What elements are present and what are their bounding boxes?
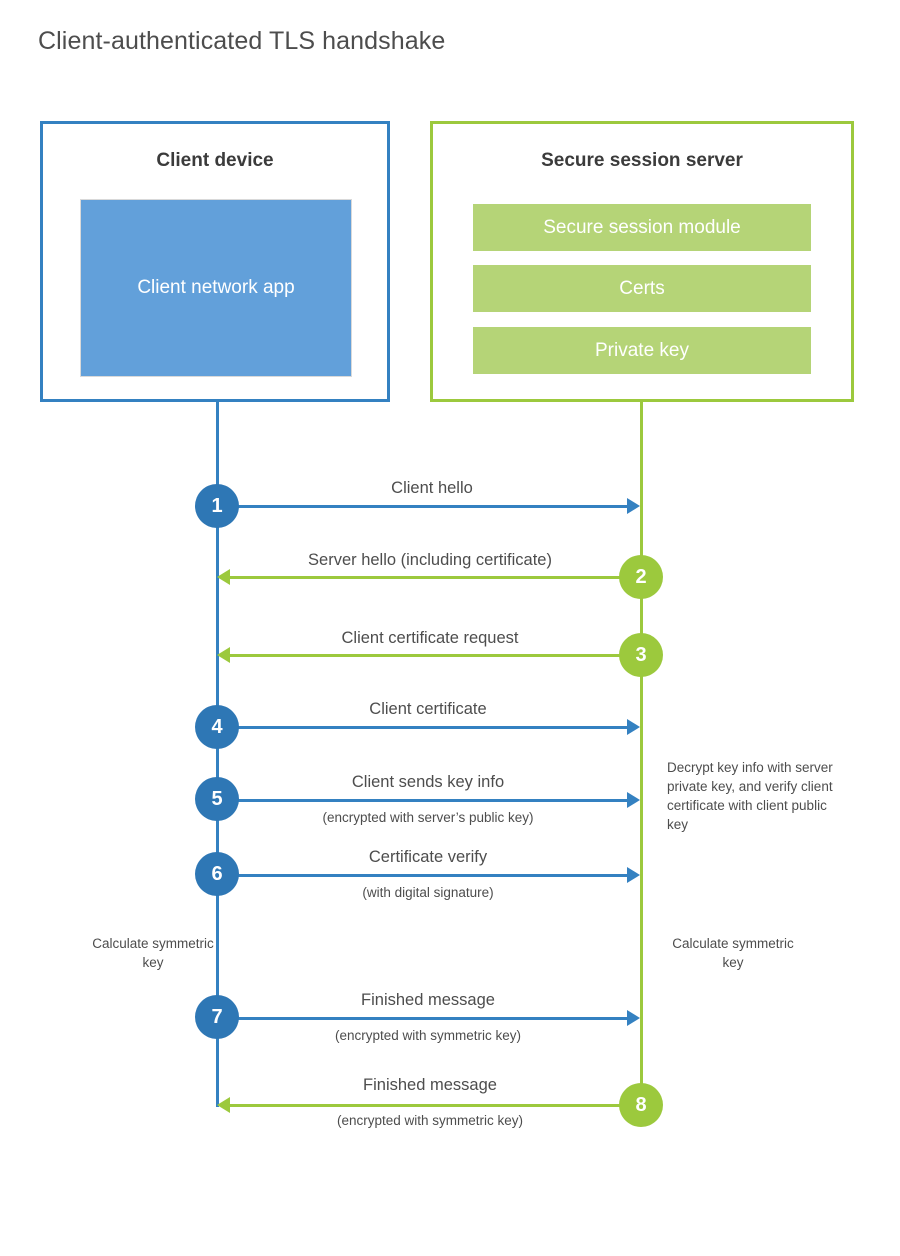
message-8-sublabel: (encrypted with symmetric key) — [336, 1113, 524, 1128]
message-7-arrowhead-icon — [627, 1010, 640, 1026]
message-7-label: Finished message — [361, 991, 495, 1009]
server-item-label: Certs — [619, 277, 665, 299]
step-badge-2: 2 — [619, 555, 663, 599]
secure-session-server-title: Secure session server — [541, 150, 743, 171]
message-4-arrowhead-icon — [627, 719, 640, 735]
step-badge-1: 1 — [195, 484, 239, 528]
step-badge-6: 6 — [195, 852, 239, 896]
message-5-arrowhead-icon — [627, 792, 640, 808]
message-5-sublabel: (encrypted with server’s public key) — [322, 810, 534, 825]
message-7-sublabel: (encrypted with symmetric key) — [334, 1028, 522, 1043]
page-title: Client-authenticated TLS handshake — [38, 27, 446, 55]
message-6-arrowhead-icon — [627, 867, 640, 883]
client-network-app-box: Client network app — [80, 199, 352, 377]
message-6-label: Certificate verify — [368, 848, 488, 866]
message-1-arrowhead-icon — [627, 498, 640, 514]
message-8-label: Finished message — [363, 1076, 497, 1094]
message-2-arrowhead-icon — [217, 569, 230, 585]
server-item-label: Secure session module — [543, 216, 741, 238]
message-1-label: Client hello — [391, 479, 473, 497]
message-6-sublabel: (with digital signature) — [362, 885, 494, 900]
message-3-arrowhead-icon — [217, 647, 230, 663]
server-item-certs: Certs — [473, 265, 811, 312]
message-8-arrowhead-icon — [217, 1097, 230, 1113]
message-6-line — [217, 874, 627, 877]
server-lifeline — [640, 402, 643, 1106]
client-network-app-label: Client network app — [137, 277, 295, 298]
step-badge-5: 5 — [195, 777, 239, 821]
message-4-line — [217, 726, 627, 729]
client-device-title: Client device — [156, 150, 274, 171]
client-calculate-symmetric-key-note: Calculate symmetric key — [92, 936, 214, 970]
message-8-line — [230, 1104, 642, 1107]
step-badge-8: 8 — [619, 1083, 663, 1127]
message-2-line — [230, 576, 642, 579]
client-device-box: Client device Client network app — [40, 121, 390, 402]
server-calculate-symmetric-key-note: Calculate symmetric key — [672, 936, 794, 970]
server-item-secure-session-module: Secure session module — [473, 204, 811, 251]
server-item-private-key: Private key — [473, 327, 811, 374]
message-3-label: Client certificate request — [341, 629, 519, 647]
server-decrypt-note: Decrypt key info with server private key… — [667, 760, 833, 832]
message-4-label: Client certificate — [369, 700, 487, 718]
step-badge-4: 4 — [195, 705, 239, 749]
message-1-line — [217, 505, 627, 508]
message-2-label: Server hello (including certificate) — [308, 551, 552, 569]
secure-session-server-box: Secure session server Secure session mod… — [430, 121, 854, 402]
message-3-line — [230, 654, 642, 657]
message-5-label: Client sends key info — [351, 773, 505, 791]
server-item-label: Private key — [595, 339, 689, 361]
message-5-line — [217, 799, 627, 802]
step-badge-3: 3 — [619, 633, 663, 677]
message-7-line — [217, 1017, 627, 1020]
step-badge-7: 7 — [195, 995, 239, 1039]
client-lifeline — [216, 402, 219, 1107]
